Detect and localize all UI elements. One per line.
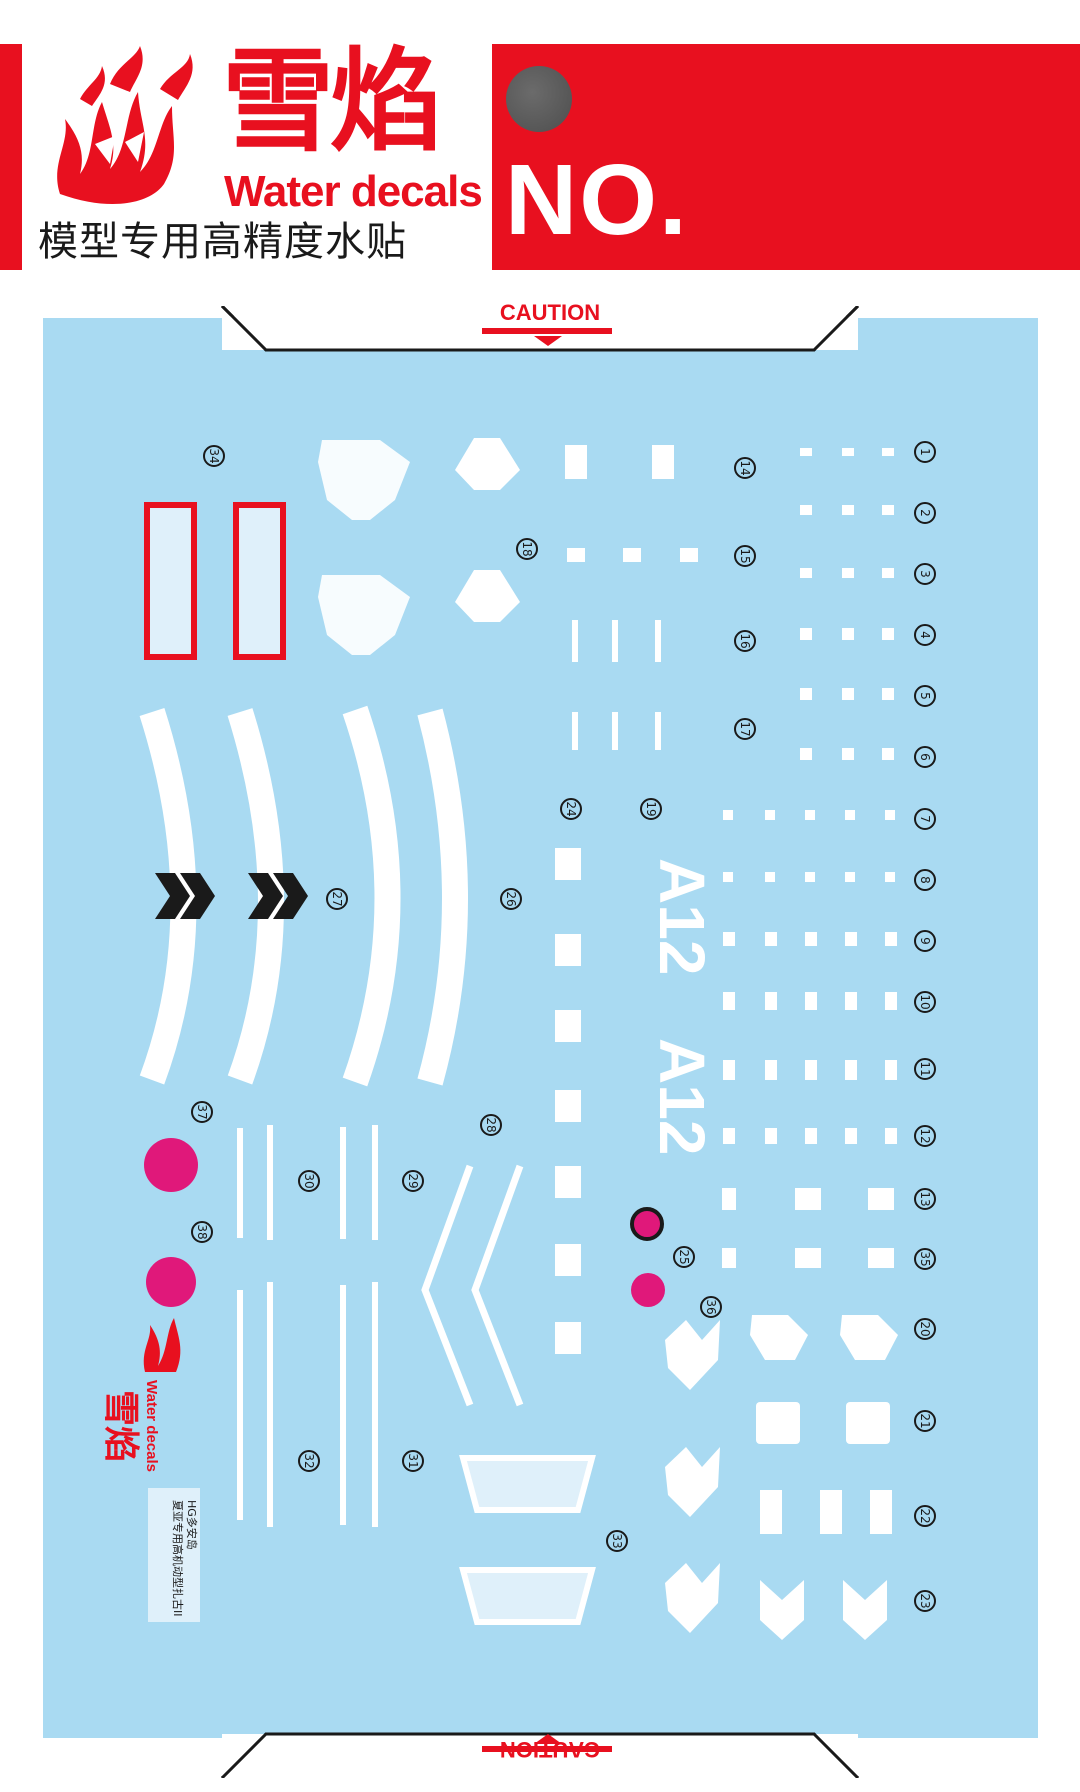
decal-number-30: 30 (298, 1170, 320, 1192)
decal-number-21: 21 (914, 1410, 936, 1432)
decal-number-18: 18 (516, 538, 538, 560)
decal-number-1: 1 (914, 441, 936, 463)
decal-number-9: 9 (914, 930, 936, 952)
decal-number-7: 7 (914, 808, 936, 830)
decal-number-5: 5 (914, 685, 936, 707)
top-bracket (220, 306, 860, 352)
bottom-bracket (220, 1732, 860, 1778)
product-line-1: HG多安岛 (185, 1500, 198, 1550)
decal-number-13: 13 (914, 1188, 936, 1210)
decal-number-28: 28 (480, 1114, 502, 1136)
red-frame-decal-2 (233, 502, 286, 660)
header-left-bar (0, 44, 22, 270)
decal-number-12: 12 (914, 1125, 936, 1147)
decal-number-10: 10 (914, 991, 936, 1013)
decal-number-6: 6 (914, 746, 936, 768)
decal-number-11: 11 (914, 1058, 936, 1080)
decal-number-38: 38 (191, 1221, 213, 1243)
gray-dot-swatch (506, 66, 572, 132)
flame-logo-icon (57, 46, 193, 205)
curve-stripe-4 (417, 708, 468, 1086)
header-tagline: 模型专用高精度水贴 (38, 219, 407, 265)
product-label-box (148, 1488, 200, 1622)
black-chevron-decals (155, 873, 308, 919)
decal-number-19: 19 (640, 798, 662, 820)
magenta-dot-3 (631, 1273, 665, 1307)
decal-number-33: 33 (606, 1530, 628, 1552)
decal-number-32: 32 (298, 1450, 320, 1472)
decal-number-8: 8 (914, 869, 936, 891)
decal-number-4: 4 (914, 624, 936, 646)
brand-title-en: Water decals (224, 167, 483, 216)
magenta-dot-2 (146, 1257, 196, 1307)
small-logo-en: Water decals (143, 1380, 160, 1472)
zeon-emblem-decals (318, 438, 520, 655)
brand-title-cn: 雪焰 (222, 37, 442, 167)
decal-number-37: 37 (191, 1101, 213, 1123)
a12-large-2: A12 (646, 1038, 718, 1155)
decal-number-2: 2 (914, 502, 936, 524)
magenta-dot-outlined (630, 1207, 664, 1241)
decal-number-26: 26 (500, 888, 522, 910)
decal-number-14: 14 (734, 457, 756, 479)
decal-number-23: 23 (914, 1590, 936, 1612)
decal-number-16: 16 (734, 630, 756, 652)
decal-number-27: 27 (326, 888, 348, 910)
number-label: NO. (505, 144, 689, 256)
decal-number-29: 29 (402, 1170, 424, 1192)
decal-number-35: 35 (914, 1248, 936, 1270)
decal-number-20: 20 (914, 1318, 936, 1340)
product-line-2: 夏亚专用高机动型扎古II (171, 1500, 184, 1617)
small-brand-logo-icon (143, 1318, 181, 1372)
decal-number-15: 15 (734, 545, 756, 567)
red-frame-decal-1 (144, 502, 197, 660)
decal-number-24: 24 (560, 798, 582, 820)
decal-number-17: 17 (734, 718, 756, 740)
decal-number-22: 22 (914, 1505, 936, 1527)
decal-number-3: 3 (914, 563, 936, 585)
decal-number-36: 36 (700, 1296, 722, 1318)
decal-number-34: 34 (203, 445, 225, 467)
decal-number-25: 25 (673, 1246, 695, 1268)
decal-number-31: 31 (402, 1450, 424, 1472)
a12-large-1: A12 (646, 858, 718, 975)
small-mark-grid (722, 448, 897, 1268)
curve-stripe-3 (342, 705, 401, 1087)
header-number-panel (492, 44, 1080, 270)
caution-top: CAUTION (499, 300, 601, 325)
magenta-dot-1 (144, 1138, 198, 1192)
